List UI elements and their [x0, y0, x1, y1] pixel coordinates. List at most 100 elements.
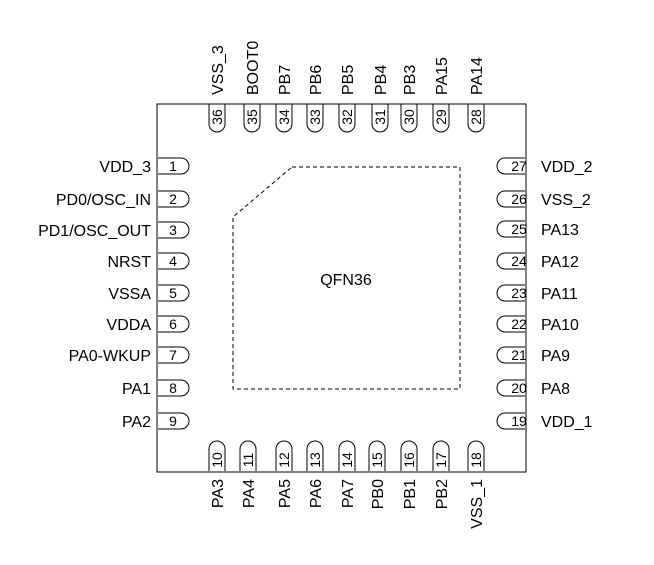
- pin-label: PA6: [308, 479, 325, 508]
- pin-number: 16: [401, 452, 417, 468]
- pin-number: 13: [307, 452, 323, 468]
- pin-number: 24: [511, 253, 527, 269]
- pin-nrst: 4 NRST: [107, 252, 190, 271]
- pin-pad: [275, 440, 293, 471]
- pin-pad: [306, 104, 324, 133]
- pin-label: PA13: [541, 222, 579, 239]
- pin-number: 8: [169, 380, 177, 396]
- pin-pad: [208, 440, 226, 471]
- pin-pad: [496, 157, 525, 175]
- pin-number: 29: [433, 109, 449, 125]
- pin-label: BOOT0: [245, 41, 262, 95]
- pin-pad: [158, 221, 190, 239]
- pin-label: PB2: [434, 479, 451, 509]
- pin-label: VSSA: [108, 286, 151, 303]
- pin-label: VDDA: [107, 317, 152, 334]
- pin-pad: [496, 252, 525, 270]
- pin-pb3: 30 PB3: [400, 65, 419, 133]
- pins-layer: 1VDD_32PD0/OSC_IN3PD1/OSC_OUT4NRST5VSSA6…: [38, 41, 593, 529]
- pin-vssa: 5 VSSA: [108, 284, 190, 303]
- pin-number: 3: [169, 222, 177, 238]
- pin-label: PA2: [122, 414, 151, 431]
- pin-label: PA4: [241, 479, 258, 508]
- pin-label: PA7: [340, 479, 357, 508]
- pin-label: PA3: [210, 479, 227, 508]
- pin-label: PA1: [122, 381, 151, 398]
- pin-number: 4: [169, 253, 177, 269]
- pin-number: 19: [511, 413, 527, 429]
- pin-pa13: 25 PA13: [496, 220, 579, 239]
- package-name: QFN36: [320, 272, 372, 289]
- pin-pa1: 8 PA1: [122, 379, 190, 398]
- pin-label: PA9: [541, 348, 570, 365]
- pin-label: PB1: [402, 479, 419, 509]
- pin-number: 30: [401, 109, 417, 125]
- pin-pad: [158, 346, 190, 364]
- pin-pad: [496, 412, 525, 430]
- pin-pad: [208, 104, 226, 133]
- pin-label: VSS_1: [469, 479, 486, 529]
- pin-pad: [496, 190, 525, 208]
- pin-pad: [432, 104, 450, 133]
- pin-pad: [306, 440, 324, 471]
- pin-label: VSS_3: [210, 45, 227, 95]
- pin-pad: [338, 440, 356, 471]
- pin-label: NRST: [107, 254, 151, 271]
- pin-pad: [158, 315, 190, 333]
- pin-label: PB5: [340, 65, 357, 95]
- pin-number: 2: [169, 191, 177, 207]
- pin-label: PB0: [370, 479, 387, 509]
- pin-pad: [467, 440, 485, 471]
- pin-pad: [400, 104, 418, 133]
- pin-number: 26: [511, 191, 527, 207]
- pin-number: 1: [169, 158, 177, 174]
- pin-number: 9: [169, 413, 177, 429]
- pin-label: PA12: [541, 254, 579, 271]
- pin-number: 34: [276, 109, 292, 125]
- pin-pad: [243, 104, 261, 133]
- pin-label: PD0/OSC_IN: [56, 192, 151, 209]
- pin-label: PA8: [541, 381, 570, 398]
- pin-pad: [496, 315, 525, 333]
- pin-pad: [467, 104, 485, 133]
- pin-label: PB7: [277, 65, 294, 95]
- package-body: [156, 103, 527, 473]
- pin-label: PB3: [402, 65, 419, 95]
- pin-vss-2: 26 VSS_2: [496, 190, 591, 209]
- exposed-pad-outline: [232, 166, 461, 390]
- pin-pad: [368, 440, 386, 471]
- pin-pad: [158, 252, 190, 270]
- pin-number: 25: [511, 221, 527, 237]
- pin-label: PB4: [373, 65, 390, 95]
- pin-pad: [275, 104, 293, 133]
- pin-label: PA10: [541, 317, 579, 334]
- pin-pad: [158, 190, 190, 208]
- pin-label: VSS_2: [541, 192, 591, 209]
- pin-number: 31: [372, 109, 388, 125]
- pin-number: 18: [468, 452, 484, 468]
- pin-pad: [338, 104, 356, 133]
- pin-number: 12: [276, 452, 292, 468]
- pin-number: 5: [169, 285, 177, 301]
- pin-number: 7: [169, 347, 177, 363]
- pin-number: 17: [433, 452, 449, 468]
- pin-number: 22: [511, 316, 527, 332]
- pin-number: 14: [339, 452, 355, 468]
